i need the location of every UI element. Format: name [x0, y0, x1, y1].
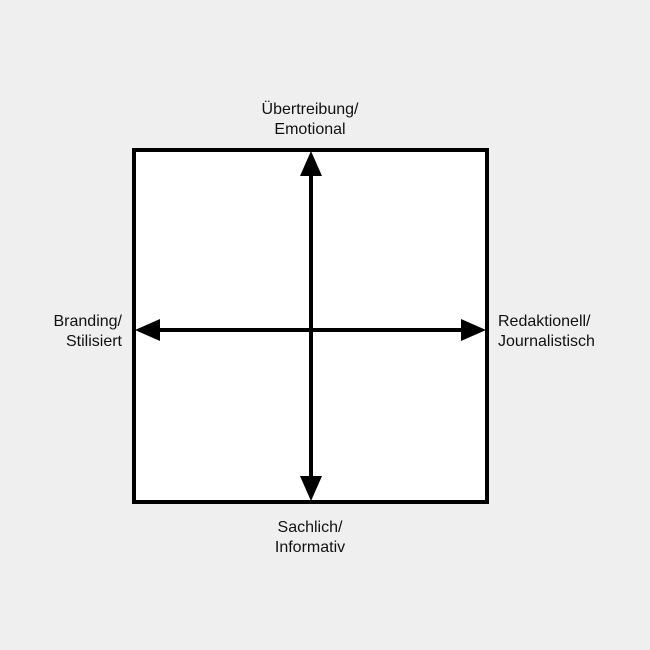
arrowhead-left-icon [135, 319, 160, 341]
axis-label-top: Übertreibung/ Emotional [225, 100, 395, 140]
arrowhead-up-icon [300, 151, 322, 176]
arrowhead-down-icon [300, 476, 322, 501]
axis-label-right-line2: Journalistisch [498, 333, 595, 350]
axis-label-left-line1: Branding/ [53, 313, 123, 330]
axis-label-top-line2: Emotional [274, 121, 346, 138]
axis-label-top-line1: Übertreibung/ [261, 101, 359, 118]
axis-label-bottom: Sachlich/ Informativ [225, 518, 395, 558]
axis-label-left: Branding/ Stilisiert [0, 312, 123, 352]
axis-label-right: Redaktionell/ Journalistisch [498, 312, 648, 352]
arrowhead-right-icon [461, 319, 486, 341]
axis-label-right-line1: Redaktionell/ [498, 313, 591, 330]
axis-label-left-line2: Stilisiert [65, 333, 122, 350]
axis-label-bottom-line2: Informativ [274, 539, 346, 556]
axis-label-bottom-line1: Sachlich/ [277, 519, 343, 536]
